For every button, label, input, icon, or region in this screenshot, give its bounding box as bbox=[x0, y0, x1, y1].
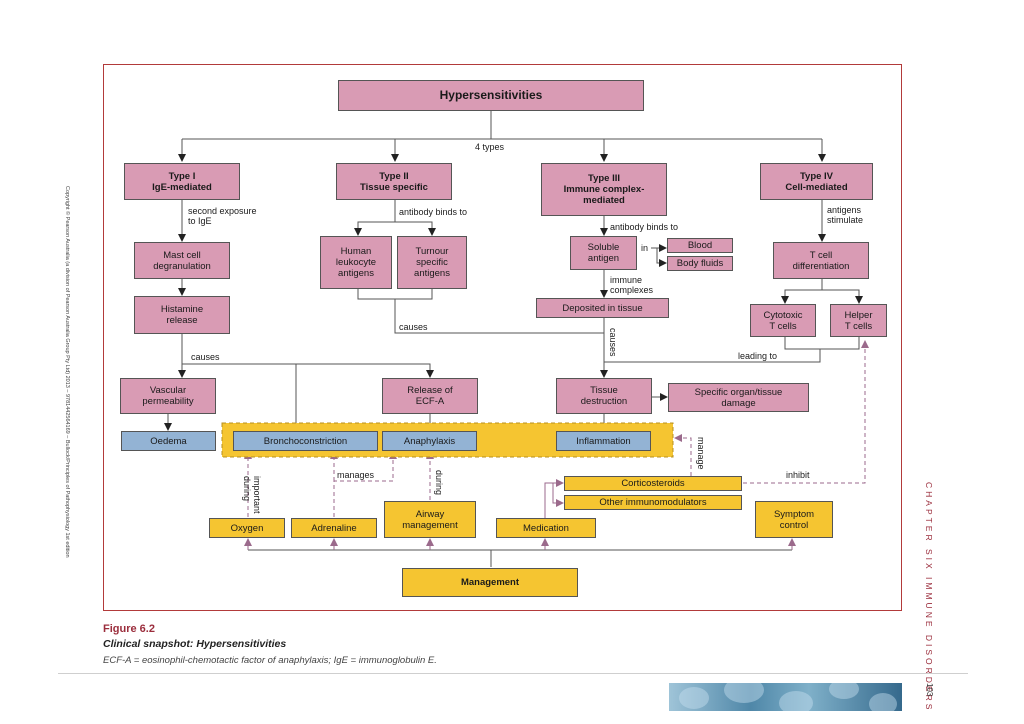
tumour-antigen-node: Turnour specific antigens bbox=[397, 236, 467, 289]
symptom-control-node: Symptom control bbox=[755, 501, 833, 538]
figure-note: ECF-A = eosinophil-chemotactic factor of… bbox=[103, 655, 437, 666]
types-label: 4 types bbox=[475, 142, 505, 152]
adrenaline-node: Adrenaline bbox=[291, 518, 377, 538]
histamine-node: Histamine release bbox=[134, 296, 230, 334]
in-label: in bbox=[641, 243, 649, 253]
causes-label-3: causes bbox=[608, 328, 618, 357]
t-cell-diff-node: T cell differentiation bbox=[773, 242, 869, 279]
corticosteroids-node: Corticosteroids bbox=[564, 476, 742, 491]
oxygen-node: Oxygen bbox=[209, 518, 285, 538]
soluble-antigen-node: Soluble antigen bbox=[570, 236, 637, 270]
type4-node: Type IV Cell-mediated bbox=[760, 163, 873, 200]
important-during-label: important during bbox=[242, 476, 262, 514]
antibody-binds-label-3: antibody binds to bbox=[610, 222, 679, 232]
immune-complexes-label: immune complexes bbox=[610, 275, 654, 295]
inhibit-label: inhibit bbox=[786, 470, 810, 480]
diagram-frame bbox=[103, 64, 902, 611]
airway-management-node: Airway management bbox=[384, 501, 476, 538]
management-node: Management bbox=[402, 568, 578, 597]
antigens-stimulate-label: antigens stimulate bbox=[827, 205, 864, 225]
during-label: during bbox=[434, 470, 444, 496]
blood-node: Blood bbox=[667, 238, 733, 253]
title-node: Hypersensitivities bbox=[338, 80, 644, 111]
mast-cell-node: Mast cell degranulation bbox=[134, 242, 230, 279]
body-fluids-node: Body fluids bbox=[667, 256, 733, 271]
causes-label-2: causes bbox=[399, 322, 428, 332]
second-exposure-label: second exposure to IgE bbox=[188, 206, 257, 226]
helper-node: Helper T cells bbox=[830, 304, 887, 337]
figure-number: Figure 6.2 bbox=[103, 623, 155, 635]
causes-label-1: causes bbox=[191, 352, 220, 362]
oedema-node: Oedema bbox=[121, 431, 216, 451]
decorative-cells-image bbox=[669, 683, 902, 711]
anaphylaxis-node: Anaphylaxis bbox=[382, 431, 477, 451]
tissue-destruction-node: Tissue destruction bbox=[556, 378, 652, 414]
figure-title: Clinical snapshot: Hypersensitivities bbox=[103, 638, 287, 650]
type1-node: Type I IgE-mediated bbox=[124, 163, 240, 200]
bronchoconstriction-node: Bronchoconstriction bbox=[233, 431, 378, 451]
antibody-binds-label: antibody binds to bbox=[399, 207, 468, 217]
type2-node: Type II Tissue specific bbox=[336, 163, 452, 200]
deposited-node: Deposited in tissue bbox=[536, 298, 669, 318]
human-leukocyte-node: Human leukocyte antigens bbox=[320, 236, 392, 289]
manages-label: manages bbox=[337, 470, 375, 480]
footer-rule bbox=[58, 673, 968, 674]
inflammation-node: Inflammation bbox=[556, 431, 651, 451]
ecf-release-node: Release of ECF-A bbox=[382, 378, 478, 414]
vascular-node: Vascular permeability bbox=[120, 378, 216, 414]
cytotoxic-node: Cytotoxic T cells bbox=[750, 304, 816, 337]
other-immunomodulators-node: Other immunomodulators bbox=[564, 495, 742, 510]
organ-damage-node: Specific organ/tissue damage bbox=[668, 383, 809, 412]
medication-node: Medication bbox=[496, 518, 596, 538]
leading-to-label: leading to bbox=[738, 351, 778, 361]
type3-node: Type III Immune complex- mediated bbox=[541, 163, 667, 216]
manage-label: manage bbox=[696, 437, 706, 470]
